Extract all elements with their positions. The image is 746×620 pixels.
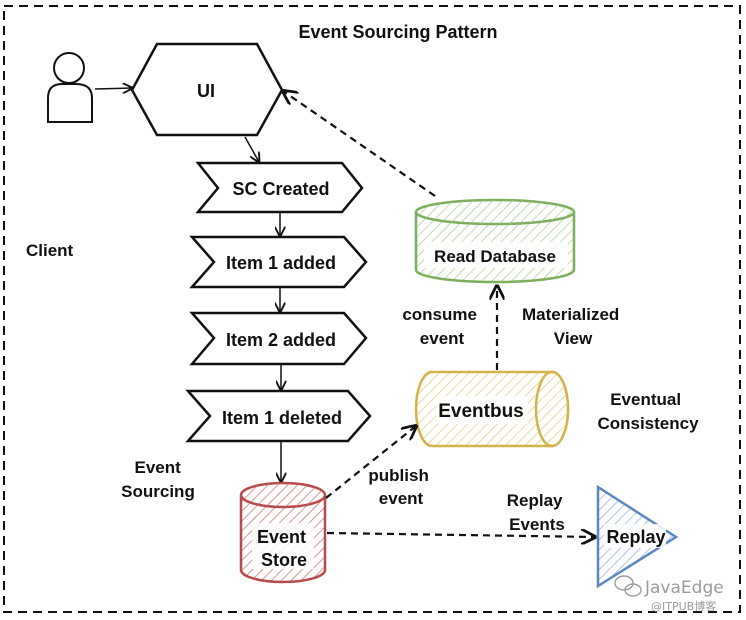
event-item2-added-label: Item 2 added [226, 330, 336, 350]
arrow-ui-to-sc-created [244, 136, 259, 162]
watermark: JavaEdge @ITPUB博客 [614, 575, 724, 613]
event-store-label: Event Store [257, 527, 311, 570]
replay-label: Replay [606, 527, 665, 547]
eventbus-label: Eventbus [438, 401, 524, 422]
label-publish-event: publish event [368, 466, 433, 508]
label-eventual-consistency: Eventual Consistency [597, 390, 699, 433]
ui-label: UI [197, 81, 215, 101]
label-replay-events: Replay Events [507, 491, 567, 534]
event-item2-added [189, 311, 368, 366]
event-item1-deleted-label: Item 1 deleted [222, 408, 342, 428]
arrow-store-to-eventbus [325, 426, 416, 499]
read-database-label: Read Database [434, 247, 556, 266]
label-consume-event: consume event [402, 305, 481, 348]
event-item1-added [189, 235, 368, 289]
label-client: Client [26, 241, 74, 260]
event-sc-created-label: SC Created [232, 179, 329, 199]
wechat-icon [614, 575, 642, 597]
user-icon [47, 52, 93, 123]
arrow-read-db-to-ui [283, 91, 436, 197]
read-database-node [414, 198, 576, 284]
arrow-user-to-ui [94, 88, 132, 89]
event-store-node [239, 481, 327, 584]
arrow-store-to-replay [326, 533, 595, 537]
diagram-frame [3, 5, 741, 613]
replay-node [596, 484, 679, 589]
label-event-sourcing: Event Sourcing [121, 458, 195, 501]
event-sc-created [195, 161, 364, 214]
event-item1-added-label: Item 1 added [226, 253, 336, 273]
watermark-brand: JavaEdge [644, 578, 724, 598]
watermark-sub: @ITPUB博客 [651, 599, 716, 613]
label-materialized-view: Materialized View [522, 305, 624, 348]
event-item1-deleted [185, 389, 372, 443]
eventbus-node [414, 370, 570, 448]
diagram-title: Event Sourcing Pattern [298, 22, 497, 42]
